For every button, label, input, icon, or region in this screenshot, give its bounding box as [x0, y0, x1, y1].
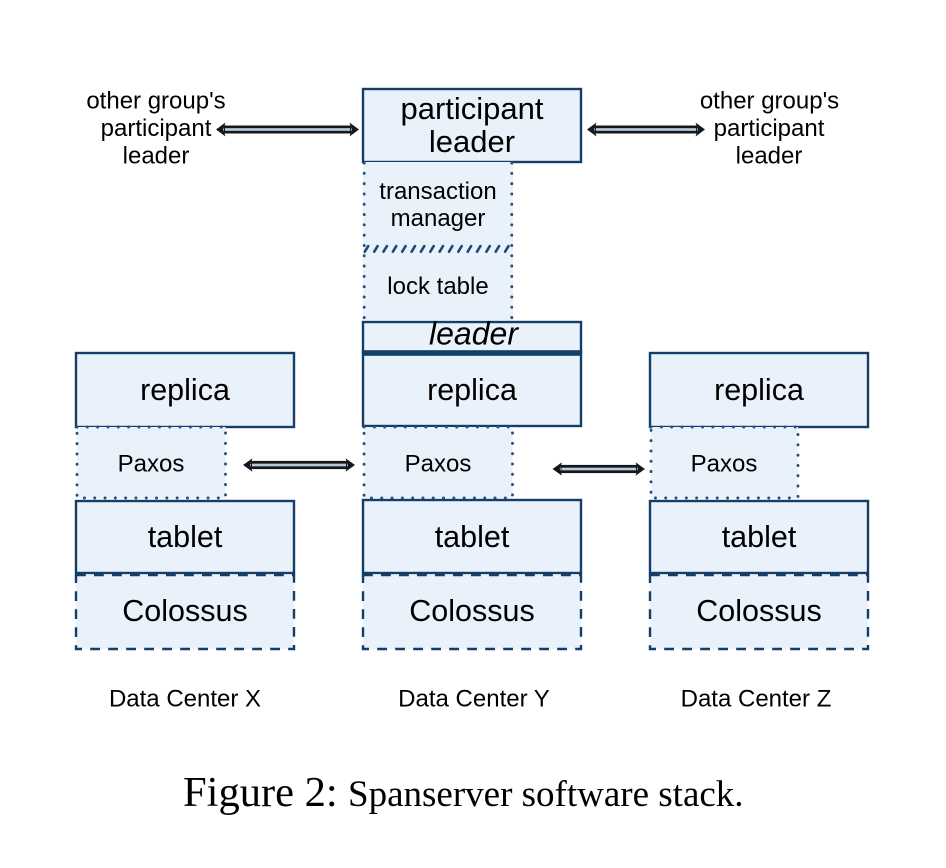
svg-text:other group's: other group's	[700, 88, 839, 115]
svg-text:leader: leader	[429, 124, 515, 159]
svg-text:tablet: tablet	[722, 520, 797, 554]
svg-text:participant: participant	[400, 91, 543, 126]
svg-text:leader: leader	[736, 143, 803, 170]
svg-text:participant: participant	[714, 115, 825, 142]
svg-text:replica: replica	[140, 373, 230, 407]
svg-text:Paxos: Paxos	[405, 451, 472, 478]
svg-text:leader: leader	[123, 143, 190, 170]
svg-text:other group's: other group's	[86, 88, 225, 115]
svg-text:Data Center Y: Data Center Y	[398, 686, 550, 713]
svg-text:Paxos: Paxos	[118, 451, 185, 478]
svg-text:transaction: transaction	[379, 178, 496, 205]
svg-text:lock table: lock table	[387, 273, 488, 300]
svg-text:manager: manager	[391, 205, 486, 232]
svg-text:participant: participant	[101, 115, 212, 142]
svg-text:Data Center Z: Data Center Z	[681, 686, 832, 713]
svg-text:Colossus: Colossus	[122, 594, 247, 628]
svg-text:leader: leader	[429, 316, 519, 352]
svg-text:Colossus: Colossus	[409, 594, 534, 628]
svg-text:replica: replica	[427, 373, 517, 407]
svg-text:replica: replica	[714, 373, 804, 407]
svg-text:Spanserver software stack.: Spanserver software stack.	[348, 774, 744, 815]
svg-text:Data Center X: Data Center X	[109, 686, 261, 713]
svg-text:Paxos: Paxos	[691, 451, 758, 478]
svg-text:tablet: tablet	[148, 520, 223, 554]
svg-text:Figure 2:: Figure 2:	[183, 769, 338, 816]
svg-text:Colossus: Colossus	[696, 594, 821, 628]
svg-text:tablet: tablet	[435, 520, 510, 554]
